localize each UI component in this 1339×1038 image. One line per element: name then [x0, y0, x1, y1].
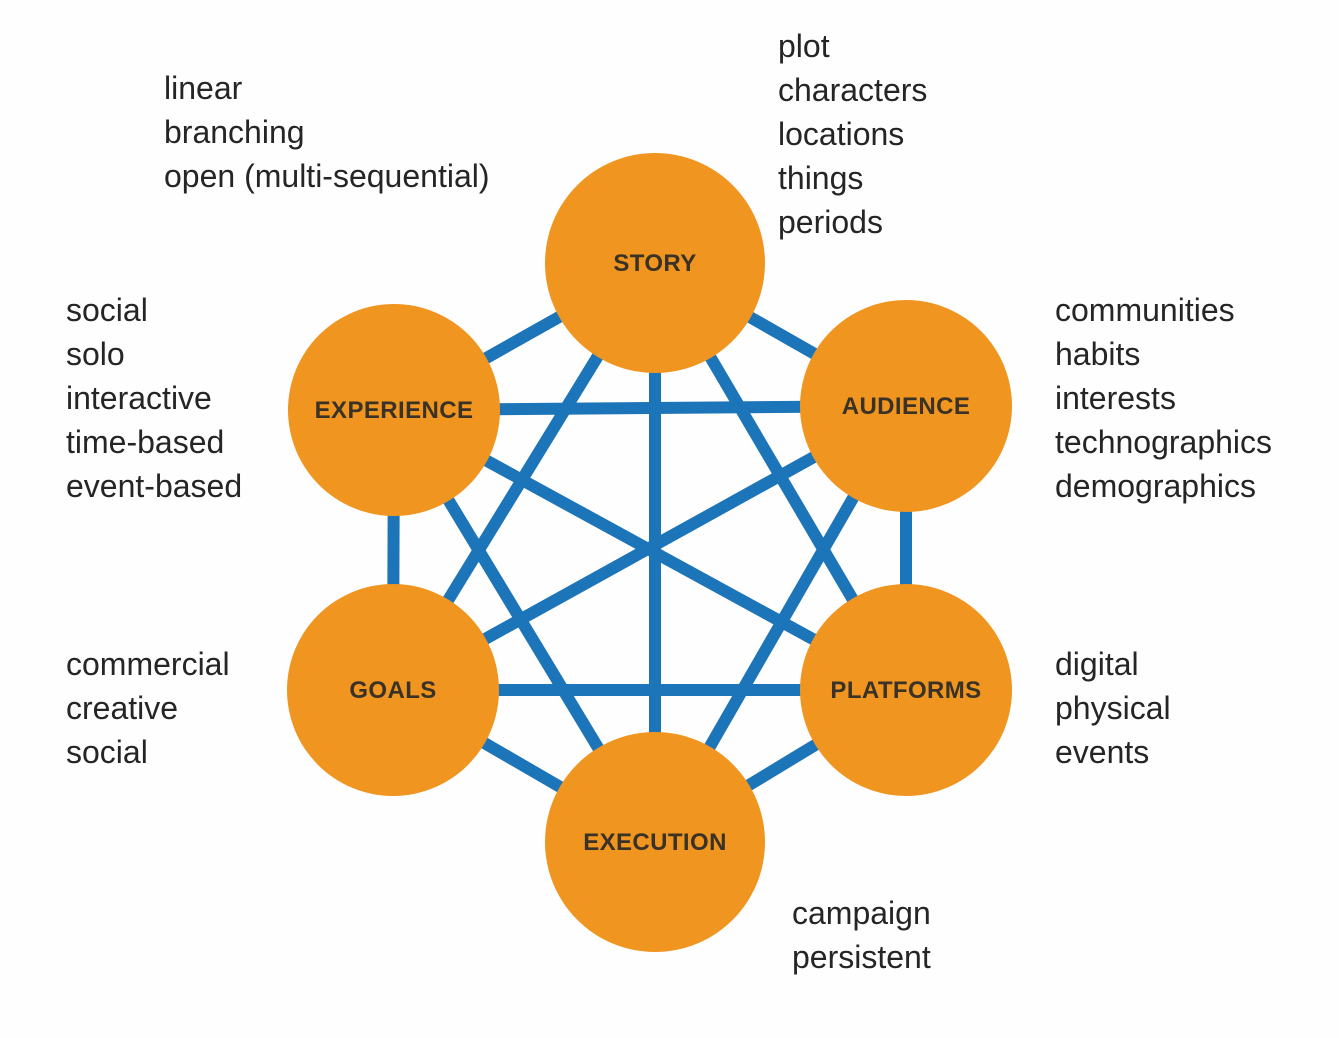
annotation-line: open (multi-sequential)	[164, 158, 490, 194]
annotation-experience: social solo interactive time-based event-bas…	[66, 288, 242, 508]
annotation-line: digital	[1055, 646, 1139, 682]
annotation-line: branching	[164, 114, 305, 150]
annotation-line: characters	[778, 72, 928, 108]
annotation-line: habits	[1055, 336, 1141, 372]
node-goals-circle	[287, 584, 499, 796]
annotation-line: commercial	[66, 646, 230, 682]
annotation-line: communities	[1055, 292, 1235, 328]
node-audience: AUDIENCE	[800, 300, 1012, 512]
annotation-goals: commercial creative social	[66, 642, 230, 774]
annotation-execution: campaign persistent	[792, 891, 931, 979]
node-platforms-label: PLATFORMS	[830, 677, 981, 704]
node-experience: EXPERIENCE	[288, 304, 500, 516]
annotation-line: social	[66, 734, 148, 770]
annotation-line: social	[66, 292, 148, 328]
annotation-line: plot	[778, 28, 830, 64]
annotation-audience: communities habits interests technographics…	[1055, 288, 1272, 508]
node-platforms: PLATFORMS	[800, 584, 1012, 796]
annotation-line: time-based	[66, 424, 225, 460]
node-goals-label: GOALS	[349, 677, 436, 704]
node-experience-label: EXPERIENCE	[315, 397, 474, 424]
node-audience-circle	[800, 300, 1012, 512]
node-platforms-circle	[800, 584, 1012, 796]
annotation-line: demographics	[1055, 468, 1256, 504]
annotation-story-elements: plot characters locations things periods	[778, 24, 927, 244]
annotation-line: solo	[66, 336, 125, 372]
annotation-line: physical	[1055, 690, 1171, 726]
node-story-label: STORY	[613, 250, 696, 277]
annotation-line: interests	[1055, 380, 1176, 416]
node-execution-label: EXECUTION	[583, 829, 727, 856]
node-execution-circle	[545, 732, 765, 952]
annotation-line: periods	[778, 204, 883, 240]
annotation-line: creative	[66, 690, 179, 726]
node-goals: GOALS	[287, 584, 499, 796]
node-audience-label: AUDIENCE	[842, 393, 971, 420]
node-execution: EXECUTION	[545, 732, 765, 952]
annotation-line: campaign	[792, 895, 931, 931]
annotation-line: technographics	[1055, 424, 1273, 460]
node-story-circle	[545, 153, 765, 373]
annotation-line: persistent	[792, 939, 931, 975]
annotation-line: events	[1055, 734, 1150, 770]
node-experience-circle	[288, 304, 500, 516]
annotation-story-structure: linear branching open (multi-sequential)	[164, 66, 490, 198]
annotation-line: things	[778, 160, 864, 196]
annotation-line: locations	[778, 116, 905, 152]
annotation-line: linear	[164, 70, 243, 106]
annotation-line: event-based	[66, 468, 243, 504]
node-story: STORY	[545, 153, 765, 373]
annotation-platforms: digital physical events	[1055, 642, 1171, 774]
annotation-line: interactive	[66, 380, 212, 416]
